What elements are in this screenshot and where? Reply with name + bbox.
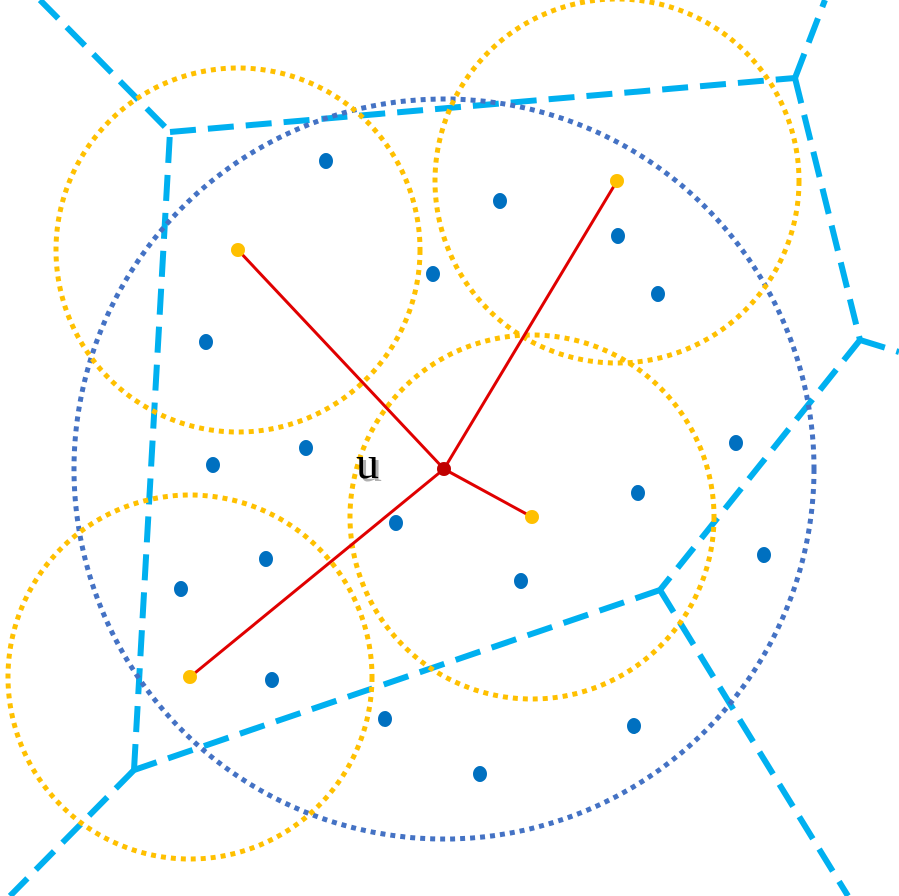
node	[259, 551, 273, 567]
links	[189, 180, 619, 679]
voronoi-edge	[7, 767, 137, 896]
cluster-centers	[183, 174, 624, 684]
center-label: u	[356, 437, 379, 488]
link-to-cluster-center	[443, 467, 533, 519]
voronoi-edge	[133, 587, 661, 773]
voronoi-edge	[792, 77, 863, 341]
voronoi-edge	[37, 0, 173, 135]
voronoi-edge	[657, 588, 851, 896]
nodes	[174, 153, 771, 782]
center-node-u	[437, 462, 451, 476]
node	[473, 766, 487, 782]
voronoi-edge	[657, 338, 863, 592]
cluster-circles	[5, 0, 802, 862]
cluster-circle	[347, 332, 717, 702]
cluster-center	[610, 174, 624, 188]
node	[651, 286, 665, 302]
cluster-circle	[53, 65, 423, 435]
node	[493, 193, 507, 209]
link-to-cluster-center	[442, 180, 619, 470]
node	[611, 228, 625, 244]
center-label-shadow: u	[359, 440, 382, 491]
node	[631, 485, 645, 501]
node	[319, 153, 333, 169]
node	[757, 547, 771, 563]
node	[426, 266, 440, 282]
node	[199, 334, 213, 350]
voronoi-edge	[131, 131, 173, 771]
cluster-center	[183, 670, 197, 684]
outer-dotted-circle	[71, 96, 817, 842]
cluster-circle	[5, 492, 375, 862]
node	[206, 457, 220, 473]
link-to-cluster-center	[189, 467, 445, 679]
node	[299, 440, 313, 456]
node	[729, 435, 743, 451]
voronoi-edge	[859, 337, 899, 355]
node	[174, 581, 188, 597]
node	[627, 718, 641, 734]
node	[265, 672, 279, 688]
voronoi-edges	[7, 0, 899, 896]
cluster-center	[231, 243, 245, 257]
cluster-circle	[432, 0, 802, 366]
node	[389, 515, 403, 531]
voronoi-edge	[169, 75, 796, 135]
link-to-cluster-center	[236, 248, 446, 471]
node	[514, 573, 528, 589]
cluster-center	[525, 510, 539, 524]
node	[378, 711, 392, 727]
voronoi-edge	[792, 0, 828, 80]
